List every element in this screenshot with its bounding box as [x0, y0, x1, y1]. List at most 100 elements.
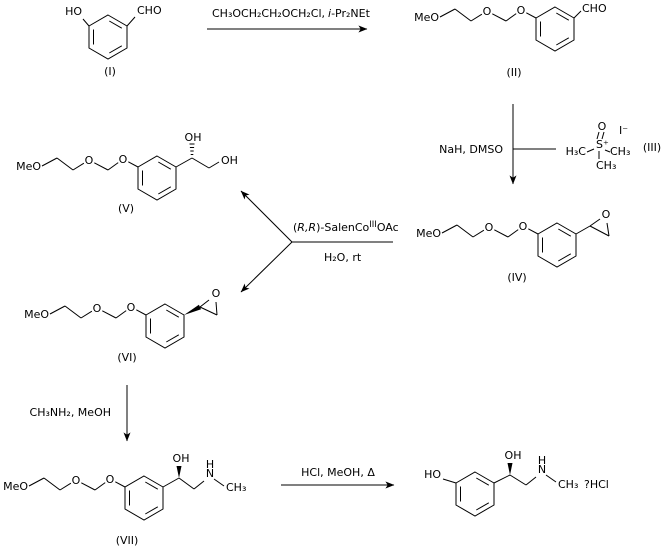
compound-vi: O O MeO O (VI) — [24, 287, 221, 364]
double-bond — [601, 131, 605, 140]
ether-o-label: O — [85, 154, 94, 167]
step1-reagents: CH₃OCH₂CH₂OCH₂Cl,i-Pr₂NEt — [212, 7, 371, 20]
methyl-label: CH₃ — [610, 145, 630, 158]
amine-n-label: N — [538, 463, 546, 476]
methoxy-label: MeO — [3, 480, 28, 493]
step3-catalyst: (R,R)-SalenCoIIIOAc — [293, 220, 399, 234]
bond — [175, 157, 193, 168]
ether-o-label: O — [517, 4, 526, 17]
aldehyde-label: CHO — [137, 4, 162, 17]
bond — [215, 301, 218, 316]
bond — [589, 225, 610, 237]
bond — [442, 478, 457, 484]
bond — [573, 10, 582, 19]
benzene-ring — [137, 155, 177, 201]
amine-h-label: H — [538, 454, 546, 467]
bond — [82, 18, 90, 27]
branch-arrow-up — [240, 190, 293, 243]
step4-arrow: CH₃NH₂, MeOH — [30, 385, 131, 442]
methyl-label: CH₃ — [226, 481, 246, 494]
bond — [199, 306, 218, 316]
step3-solvent: H₂O, rt — [324, 251, 362, 264]
catalyst-text: OAc — [377, 221, 399, 234]
compound-iv: O O MeO O (IV) — [416, 208, 611, 284]
amine-h-label: H — [206, 458, 214, 471]
benzene-ring — [124, 475, 164, 521]
bond — [509, 474, 527, 486]
bond — [575, 225, 591, 235]
branch-arrow-down — [240, 241, 293, 293]
wedge-bond — [507, 463, 513, 475]
hydroxyl-label: HO — [424, 468, 441, 481]
bond — [213, 478, 225, 487]
reagent-text: -Pr₂NEt — [331, 7, 371, 20]
ether-o-label: O — [483, 5, 492, 18]
catalyst-text-italic: R,R — [297, 221, 316, 234]
methyl-label: CH₃ — [558, 478, 578, 491]
oxygen-label: O — [598, 120, 607, 133]
step2-reagents: NaH, DMSO — [439, 143, 503, 156]
hydroxyl-label: HO — [65, 5, 82, 18]
benzene-ring — [145, 303, 185, 349]
step3-branch: (R,R)-SalenCoIIIOAc H₂O, rt — [240, 190, 399, 293]
benzene-ring — [537, 222, 577, 268]
oxidation-state-superscript: III — [369, 220, 377, 230]
ether-o-label: O — [485, 221, 494, 234]
bond — [493, 474, 511, 484]
bond — [208, 161, 220, 169]
bond — [586, 148, 595, 153]
compound-ii: O O MeO CHO (II) — [414, 2, 607, 79]
methoxy-label: MeO — [24, 308, 49, 321]
hydroxyl-label: OH — [173, 452, 190, 465]
hydroxyl-label: OH — [221, 154, 238, 167]
catalyst-text: )-SalenCo — [316, 221, 369, 234]
compound-number: (V) — [118, 202, 134, 215]
bond — [126, 16, 136, 27]
bond — [545, 474, 557, 483]
ether-o-label: O — [106, 473, 115, 486]
bond — [589, 218, 601, 227]
wedge-bond — [176, 466, 182, 478]
hydroxyl-label: OH — [505, 449, 522, 462]
benzene-ring — [455, 471, 495, 517]
bond — [191, 157, 210, 169]
iodide-label: I⁻ — [619, 124, 628, 137]
bond — [604, 149, 611, 153]
ether-o-label: O — [72, 474, 81, 487]
amine-n-label: N — [206, 467, 214, 480]
bond — [178, 477, 195, 490]
methyl-label: H₃C — [566, 145, 587, 158]
double-bond — [596, 131, 600, 140]
hydroxyl-label: OH — [185, 131, 202, 144]
ether-o-label: O — [127, 301, 136, 314]
compound-i: HO CHO (I) — [65, 4, 162, 78]
benzene-ring — [88, 14, 128, 60]
sulfonium-label: S⁺ — [596, 138, 609, 151]
compound-v: O O MeO OH OH (V) — [16, 131, 238, 215]
epoxide-o-label: O — [212, 287, 221, 300]
bond — [606, 222, 610, 237]
methoxy-label: MeO — [16, 160, 41, 173]
reagent-text-italic: i — [328, 7, 331, 20]
step1-arrow: CH₃OCH₂CH₂OCH₂Cl,i-Pr₂NEt — [207, 7, 371, 33]
compound-vii: O O MeO OH N H CH₃ (VII) — [3, 452, 246, 547]
methoxy-label: MeO — [416, 227, 441, 240]
bond — [199, 299, 210, 308]
hydrochloride-salt-label: ?HCl — [584, 478, 609, 491]
compound-number: (IV) — [507, 271, 526, 284]
bond — [525, 476, 537, 486]
wedge-bond — [184, 304, 202, 315]
ether-o-label: O — [93, 302, 102, 315]
step4-reagents: CH₃NH₂, MeOH — [30, 406, 111, 419]
step2-arrow: NaH, DMSO — [439, 104, 556, 185]
step5-arrow: HCl, MeOH, Δ — [281, 466, 395, 489]
compound-number: (I) — [104, 65, 116, 78]
compound-number: (VI) — [117, 351, 136, 364]
bond — [193, 480, 205, 490]
benzene-ring — [535, 6, 575, 52]
compound-number: (II) — [506, 66, 521, 79]
step5-reagents: HCl, MeOH, Δ — [301, 466, 375, 479]
methyl-label: CH₃ — [596, 159, 616, 172]
